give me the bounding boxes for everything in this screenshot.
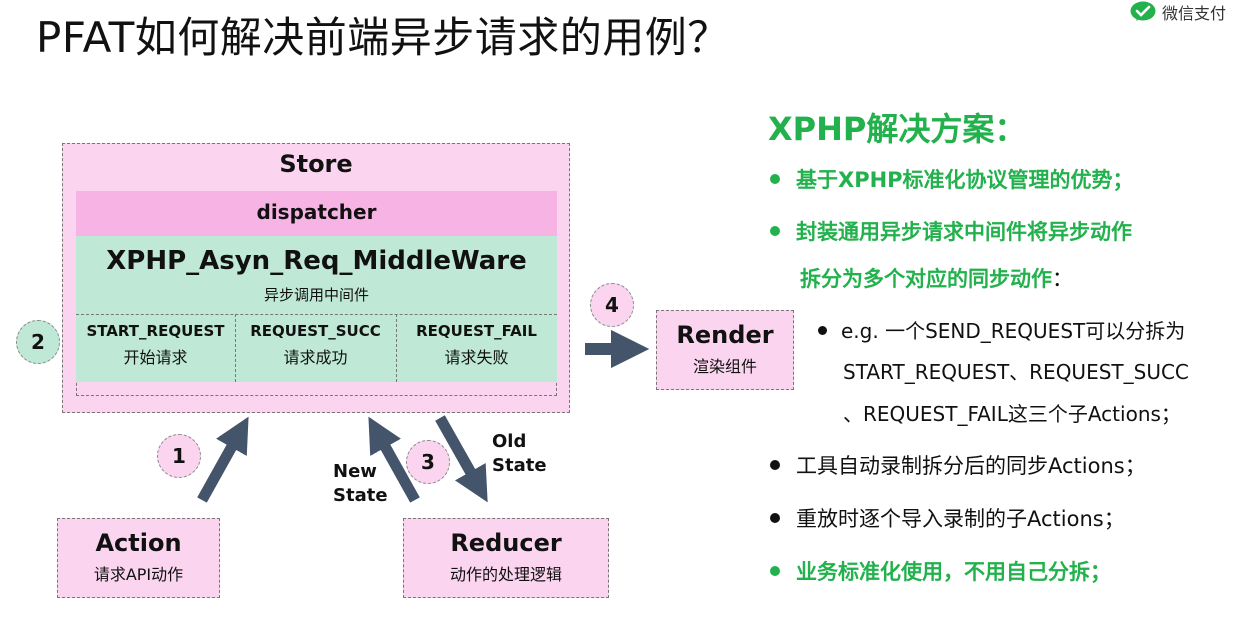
old-state-line-1: Old [492, 431, 527, 452]
arrow-store-to-reducer [435, 415, 488, 503]
action-label-zh: 请求API动作 [93, 565, 184, 584]
reducer-label-zh: 动作的处理逻辑 [449, 565, 562, 584]
old-state-line-2: State [492, 455, 547, 476]
wechat-pay-icon [1130, 1, 1156, 21]
bullet-auto-record: 工具自动录制拆分后的同步Actions； [770, 450, 1146, 480]
solution-title: XPHP解决方案： [768, 110, 1027, 148]
step-2-badge: 2 [16, 320, 60, 364]
bullet-dot [770, 513, 780, 523]
bullet-text: 重放时逐个导入录制的子Actions； [796, 507, 1125, 531]
bullet-standard-protocol: 基于XPHP标准化协议管理的优势； [770, 164, 1134, 194]
cell-divider [396, 314, 397, 382]
reducer-box: Reducer 动作的处理逻辑 [403, 518, 609, 598]
render-label-en: Render [676, 321, 774, 349]
cell-label-en: REQUEST_FAIL [416, 322, 537, 340]
bullet-colon: ： [1052, 267, 1073, 291]
middleware-divider [76, 314, 557, 315]
bullet-dot [818, 326, 827, 335]
new-state-label: New State [333, 460, 388, 508]
old-state-label: Old State [492, 430, 547, 478]
cell-label-zh: 开始请求 [123, 348, 188, 367]
bullet-middleware-cont: 拆分为多个对应的同步动作： [800, 263, 1073, 293]
bullet-dot [770, 226, 780, 236]
sub-bullet-line-2: START_REQUEST、REQUEST_SUCC [843, 360, 1189, 384]
bullet-dot [770, 174, 780, 184]
dispatcher-label: dispatcher [256, 200, 377, 224]
cell-label-zh: 请求失败 [444, 348, 509, 367]
reducer-label-en: Reducer [450, 529, 562, 557]
action-cell-start: START_REQUEST 开始请求 [76, 322, 235, 368]
middleware-title: XPHP_Asyn_Req_MiddleWare [106, 246, 527, 276]
action-box: Action 请求API动作 [57, 518, 220, 598]
bullet-text: 基于XPHP标准化协议管理的优势； [796, 168, 1134, 192]
step-3-badge: 3 [406, 440, 450, 484]
brand-logo: 微信支付 [1130, 0, 1226, 24]
render-box: Render 渲染组件 [656, 310, 794, 390]
sub-bullet-line-3: 、REQUEST_FAIL这三个子Actions； [843, 402, 1181, 426]
cell-label-zh: 请求成功 [283, 348, 348, 367]
cell-label-en: START_REQUEST [86, 322, 225, 340]
action-cell-succ: REQUEST_SUCC 请求成功 [235, 322, 396, 368]
new-state-line-2: State [333, 485, 388, 506]
page-title: PFAT如何解决前端异步请求的用例？ [36, 13, 730, 62]
new-state-line-1: New [333, 461, 377, 482]
bullet-dot [770, 566, 780, 576]
bullet-replay: 重放时逐个导入录制的子Actions； [770, 503, 1125, 533]
bullet-dot [770, 460, 780, 470]
render-label-zh: 渲染组件 [692, 357, 757, 376]
cell-label-en: REQUEST_SUCC [250, 322, 381, 340]
step-4-badge: 4 [590, 283, 634, 327]
arrow-action-to-store [197, 416, 249, 503]
brand-name: 微信支付 [1161, 4, 1226, 23]
action-cell-fail: REQUEST_FAIL 请求失败 [396, 322, 557, 368]
store-label: Store [279, 150, 353, 178]
sub-bullet-text: e.g. 一个SEND_REQUEST可以分拆为 [841, 319, 1186, 343]
cell-divider [235, 314, 236, 382]
bullet-business: 业务标准化使用，不用自己分拆； [770, 556, 1111, 586]
middleware-subtitle: 异步调用中间件 [263, 286, 369, 304]
bullet-text: 业务标准化使用，不用自己分拆； [796, 560, 1111, 584]
bullet-text: 工具自动录制拆分后的同步Actions； [796, 454, 1146, 478]
middleware-box [76, 236, 557, 382]
dispatcher-band [76, 191, 557, 236]
arrow-reducer-to-store [368, 416, 420, 503]
bullet-text: 封装通用异步请求中间件将异步动作 [796, 220, 1132, 244]
step-1-badge: 1 [157, 434, 201, 478]
bullet-middleware: 封装通用异步请求中间件将异步动作 [770, 216, 1132, 246]
bullet-text: 拆分为多个对应的同步动作 [800, 267, 1052, 291]
sub-bullet-example: e.g. 一个SEND_REQUEST可以分拆为 [818, 315, 1185, 344]
action-label-en: Action [95, 529, 182, 557]
